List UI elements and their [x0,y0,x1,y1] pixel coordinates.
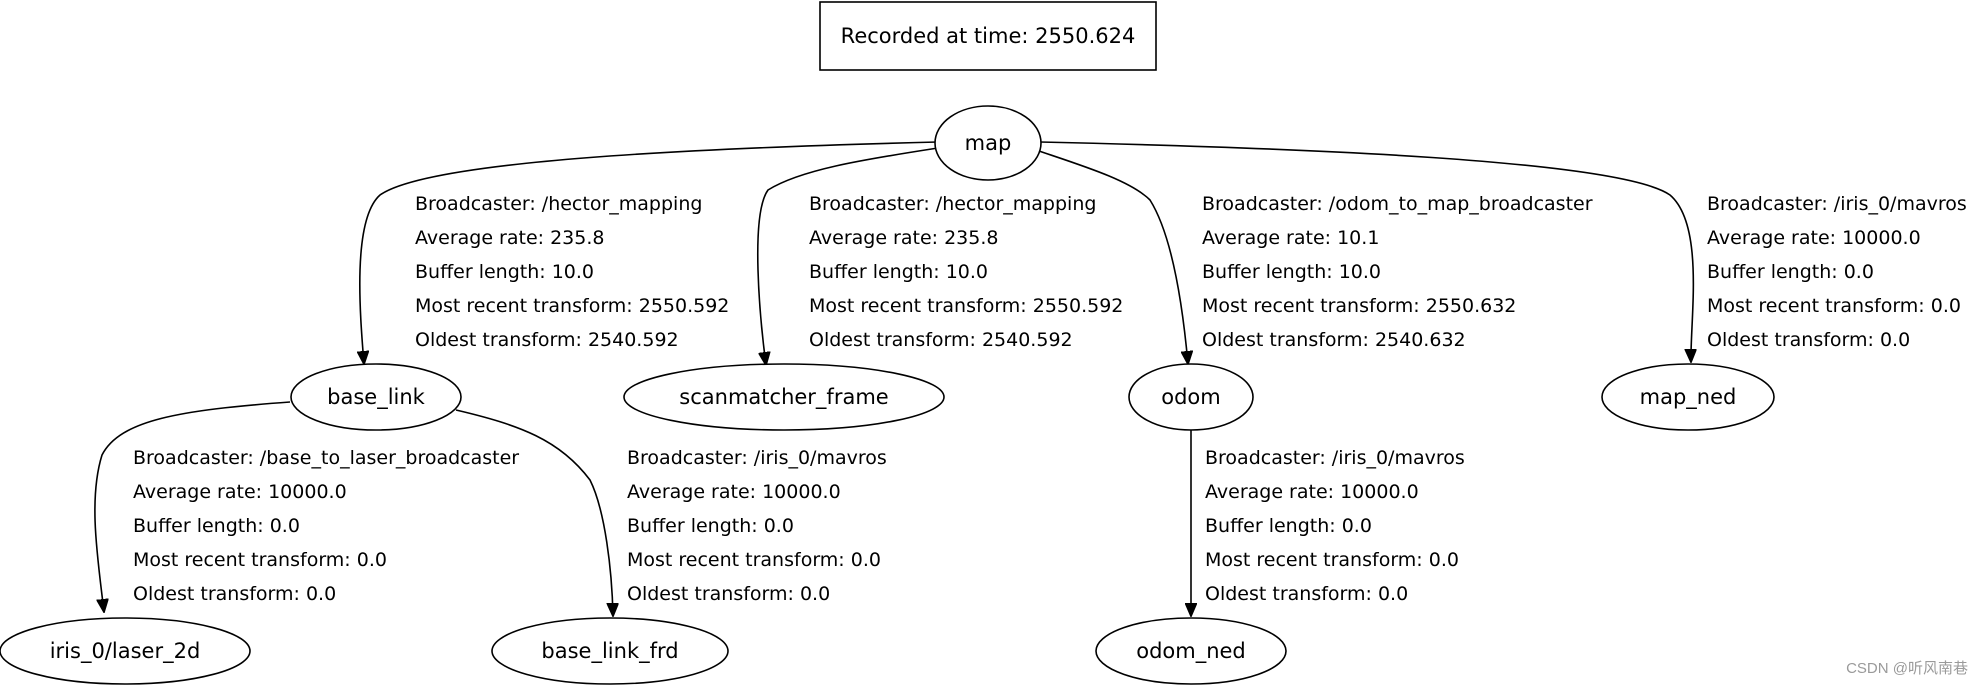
buffer-length-text: Buffer length: 10.0 [809,261,988,283]
node-base-link[interactable]: base_link [290,363,462,431]
most-recent-transform-text: Most recent transform: 0.0 [1707,295,1961,317]
edge-base-link-frd [455,409,613,616]
oldest-transform-text: Oldest transform: 0.0 [1707,329,1910,351]
edge-map-odom [1035,149,1188,364]
most-recent-transform-text: Most recent transform: 2550.592 [415,295,729,317]
buffer-length-text: Buffer length: 0.0 [133,515,300,537]
broadcaster-text: Broadcaster: /iris_0/mavros [1205,447,1465,469]
broadcaster-text: Broadcaster: /base_to_laser_broadcaster [133,447,519,469]
edge-info-map-odom: Broadcaster: /odom_to_map_broadcaster Av… [1202,193,1593,351]
node-scanmatcher-frame[interactable]: scanmatcher_frame [623,363,945,431]
most-recent-transform-text: Most recent transform: 2550.592 [809,295,1123,317]
average-rate-text: Average rate: 235.8 [809,227,999,249]
edge-info-base-link-laser: Broadcaster: /base_to_laser_broadcaster … [133,447,519,605]
buffer-length-text: Buffer length: 10.0 [1202,261,1381,283]
broadcaster-text: Broadcaster: /iris_0/mavros [1707,193,1967,215]
watermark-text: CSDN @听风南巷 [1846,660,1968,677]
broadcaster-text: Broadcaster: /hector_mapping [415,193,702,215]
edge-info-map-map-ned: Broadcaster: /iris_0/mavros Average rate… [1707,193,1967,351]
average-rate-text: Average rate: 10000.0 [627,481,841,503]
node-base-link-frd[interactable]: base_link_frd [491,617,729,685]
edge-map-map-ned [1039,141,1693,362]
oldest-transform-text: Oldest transform: 0.0 [627,583,830,605]
buffer-length-text: Buffer length: 10.0 [415,261,594,283]
oldest-transform-text: Oldest transform: 2540.592 [415,329,679,351]
node-map[interactable]: map [934,105,1042,181]
oldest-transform-text: Oldest transform: 2540.592 [809,329,1073,351]
node-odom[interactable]: odom [1128,363,1254,431]
most-recent-transform-text: Most recent transform: 0.0 [627,549,881,571]
average-rate-text: Average rate: 10000.0 [133,481,347,503]
edge-info-map-scanmatcher: Broadcaster: /hector_mapping Average rat… [809,193,1123,351]
oldest-transform-text: Oldest transform: 2540.632 [1202,329,1466,351]
most-recent-transform-text: Most recent transform: 2550.632 [1202,295,1516,317]
node-odom-ned[interactable]: odom_ned [1095,617,1287,685]
average-rate-text: Average rate: 235.8 [415,227,605,249]
edge-map-scanmatcher-frame [756,147,939,365]
node-iris-laser-2d-label: iris_0/laser_2d [50,639,201,664]
node-map-ned-label: map_ned [1640,385,1737,410]
average-rate-text: Average rate: 10000.0 [1707,227,1921,249]
broadcaster-text: Broadcaster: /odom_to_map_broadcaster [1202,193,1593,215]
node-map-ned[interactable]: map_ned [1601,363,1775,431]
oldest-transform-text: Oldest transform: 0.0 [133,583,336,605]
broadcaster-text: Broadcaster: /iris_0/mavros [627,447,887,469]
buffer-length-text: Buffer length: 0.0 [1205,515,1372,537]
edge-info-base-link-frd: Broadcaster: /iris_0/mavros Average rate… [627,447,887,605]
node-iris-laser-2d[interactable]: iris_0/laser_2d [0,617,251,685]
node-base-link-label: base_link [327,385,426,410]
average-rate-text: Average rate: 10.1 [1202,227,1379,249]
average-rate-text: Average rate: 10000.0 [1205,481,1419,503]
node-odom-ned-label: odom_ned [1136,639,1246,664]
node-scanmatcher-frame-label: scanmatcher_frame [679,385,888,410]
edge-info-map-base-link: Broadcaster: /hector_mapping Average rat… [415,193,729,351]
node-map-label: map [965,131,1012,155]
recorded-time-box: Recorded at time: 2550.624 [819,1,1157,71]
broadcaster-text: Broadcaster: /hector_mapping [809,193,1096,215]
edge-map-base-link [360,141,939,364]
oldest-transform-text: Oldest transform: 0.0 [1205,583,1408,605]
node-odom-label: odom [1161,385,1220,409]
recorded-time-label: Recorded at time: 2550.624 [841,24,1136,48]
edge-info-odom-odom-ned: Broadcaster: /iris_0/mavros Average rate… [1205,447,1465,605]
buffer-length-text: Buffer length: 0.0 [1707,261,1874,283]
edge-base-link-laser [94,401,291,612]
node-base-link-frd-label: base_link_frd [541,639,678,664]
most-recent-transform-text: Most recent transform: 0.0 [133,549,387,571]
most-recent-transform-text: Most recent transform: 0.0 [1205,549,1459,571]
buffer-length-text: Buffer length: 0.0 [627,515,794,537]
